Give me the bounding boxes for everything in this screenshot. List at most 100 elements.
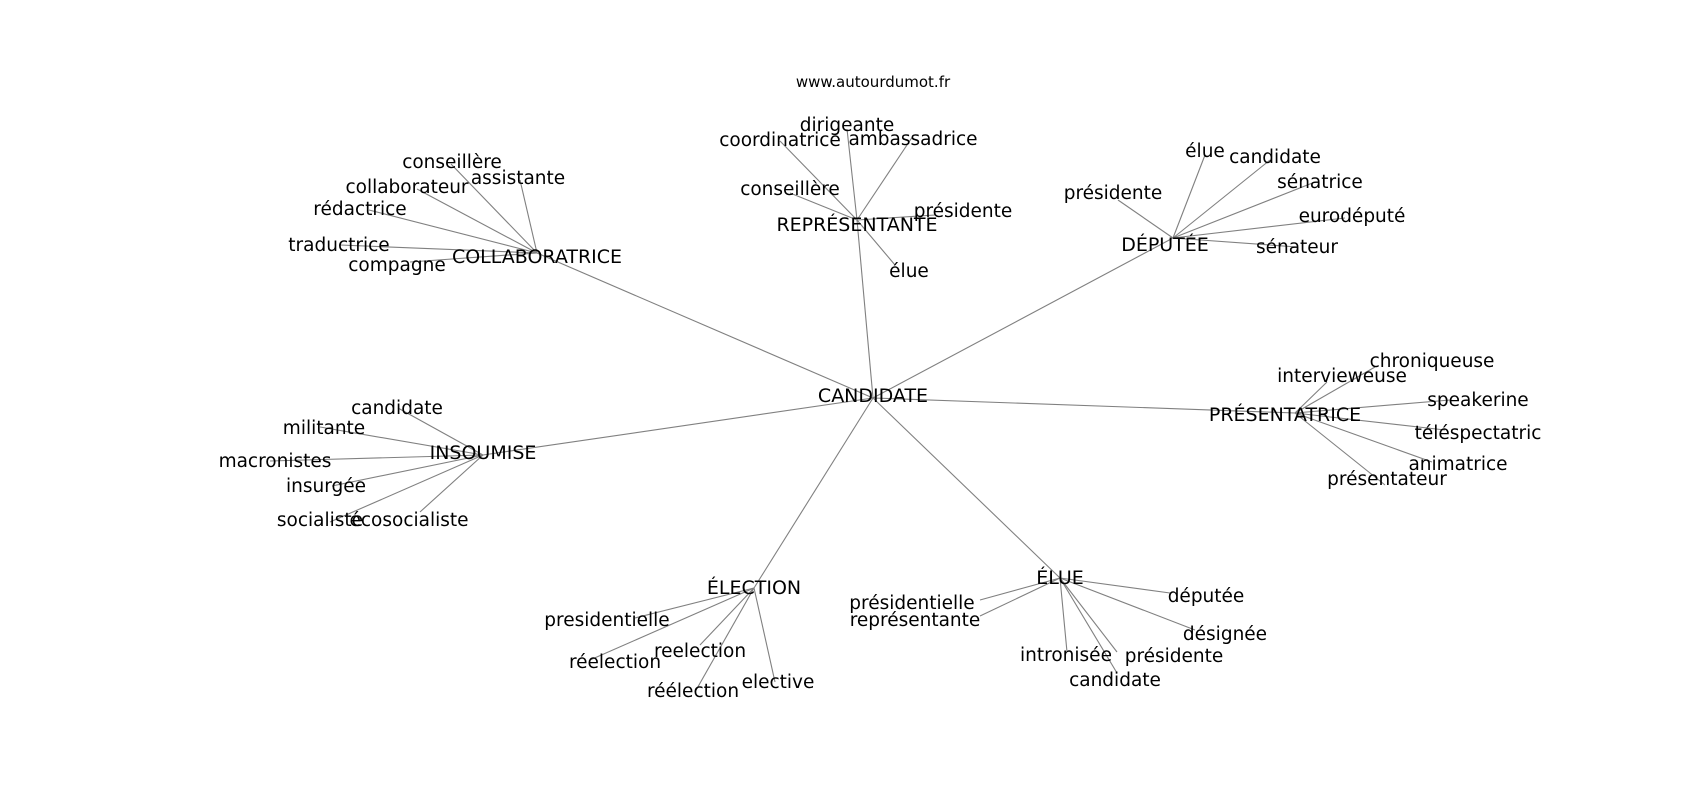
edge-insoumise-socialiste [329,454,484,523]
edge-root-election [753,397,874,589]
edge-collaboratrice-traductrice [339,244,538,254]
word-election-reelection: réelection [569,652,661,673]
edge-presentatrice-presentateur [1294,412,1386,486]
word-deputee-presidente: présidente [1064,183,1163,204]
word-presentatrice-presentateur: présentateur [1327,469,1447,490]
word-collaboratrice-conseillere: conseillère [402,152,502,173]
word-elue-presidentielle: présidentielle [849,593,974,614]
edge-representante-coordinatrice [779,140,858,221]
edge-deputee-elue [1172,154,1206,239]
word-election-presidentielle: presidentielle [544,610,669,631]
word-deputee-elue: élue [1185,141,1225,162]
edge-elue-designee [1059,577,1196,631]
word-representante-dirigeante: dirigeante [800,115,894,136]
edge-insoumise-insurgee [331,454,484,487]
edge-election-elective [753,587,776,683]
word-presentatrice-intervieweuse: intervieweuse [1277,366,1407,387]
word-representante-ambassadrice: ambassadrice [848,129,977,150]
edge-elue-presidente [1059,577,1118,653]
hub-elue: ÉLUE [1036,566,1084,589]
word-collaboratrice-traductrice: traductrice [288,235,389,256]
hub-representante: REPRÉSENTANTE [776,213,937,236]
word-collaboratrice-redactrice: rédactrice [313,199,406,220]
word-insoumise-militante: militante [283,418,365,439]
word-representante-elue: élue [889,261,929,282]
edge-election-reelection [694,587,755,693]
edge-root-collaboratrice [536,252,874,399]
word-representante-coordinatrice: coordinatrice [719,130,841,151]
word-presentatrice-animatrice: animatrice [1408,454,1507,475]
edge-elue-deputee [1059,577,1171,594]
edge-elue-presidentielle [979,577,1061,601]
edge-collaboratrice-conseillere [450,163,538,254]
word-representante-presidente: présidente [914,201,1013,222]
edge-insoumise-ecosocialiste [419,454,484,513]
edge-election-presidentielle [634,587,755,619]
edge-deputee-eurodepute [1172,217,1346,239]
edge-presentatrice-chroniqueuse [1294,366,1376,414]
hub-insoumise: INSOUMISE [430,442,537,464]
site-url: www.autourdumot.fr [796,73,951,91]
edge-representante-dirigeante [846,128,858,221]
word-deputee-candidate: candidate [1229,147,1321,168]
edge-insoumise-militante [319,426,484,456]
word-deputee-eurodepute: eurodéputé [1299,206,1406,227]
word-insoumise-candidate: candidate [351,398,443,419]
hub-deputee: DÉPUTÉE [1121,233,1209,256]
edge-elue-intronisee [1059,577,1068,653]
edge-root-elue [872,397,1061,579]
edge-root-presentatrice [872,397,1296,414]
word-election-reelection: reelection [654,641,746,662]
word-election-elective: elective [742,672,815,693]
edge-collaboratrice-compagne [409,252,538,263]
word-election-reelection: réélection [647,681,739,702]
edge-election-reelection [589,587,755,661]
word-insoumise-macronistes: macronistes [219,451,332,472]
edge-collaboratrice-collaborateur [416,188,538,254]
edge-deputee-candidate [1172,159,1271,239]
edge-representante-elue [856,219,896,266]
edge-elue-representante [979,577,1061,617]
hub-election: ÉLECTION [707,576,801,599]
root-node-candidate: CANDIDATE [818,385,928,407]
edge-root-representante [856,219,874,399]
edge-presentatrice-telespectatric [1294,412,1446,431]
graph-labels: www.autourdumot.fr dirigeantecoordinatri… [219,73,1542,702]
word-elue-representante: représentante [850,610,981,631]
word-elue-designee: désignée [1183,624,1267,645]
word-insoumise-socialiste: socialiste [277,510,363,531]
word-elue-presidente: présidente [1125,646,1224,667]
word-insoumise-insurgee: insurgée [286,476,366,497]
hub-presentatrice: PRÉSENTATRICE [1209,403,1361,426]
word-presentatrice-telespectatric: téléspectatric [1415,423,1542,444]
edge-insoumise-candidate [397,407,484,456]
edge-collaboratrice-redactrice [368,209,538,254]
edge-root-deputee [872,237,1174,399]
edge-representante-conseillere [789,192,858,221]
edge-presentatrice-intervieweuse [1294,381,1328,414]
word-collaboratrice-collaborateur: collaborateur [345,177,468,198]
word-elue-candidate: candidate [1069,670,1161,691]
edge-election-reelection [699,587,755,646]
hub-collaboratrice: COLLABORATRICE [452,246,622,268]
word-presentatrice-speakerine: speakerine [1427,390,1528,411]
graph-edges [269,128,1451,693]
word-deputee-senateur: sénateur [1256,237,1338,258]
edge-deputee-presidente [1117,199,1174,239]
edge-presentatrice-speakerine [1294,399,1451,414]
word-insoumise-ecosocialiste: écosocialiste [349,510,468,531]
word-collaboratrice-assistante: assistante [471,168,565,189]
word-elue-intronisee: intronisée [1020,645,1112,666]
edge-elue-candidate [1059,577,1118,674]
edge-insoumise-macronistes [269,454,484,462]
edge-deputee-senatrice [1172,181,1316,239]
word-deputee-senatrice: sénatrice [1277,172,1363,193]
word-collaboratrice-compagne: compagne [348,255,445,276]
edge-deputee-senateur [1172,237,1298,248]
word-representante-conseillere: conseillère [740,179,840,200]
word-elue-deputee: députée [1168,586,1245,607]
edge-representante-presidente [856,214,936,221]
edge-collaboratrice-assistante [519,179,538,254]
edge-root-insoumise [482,397,874,456]
